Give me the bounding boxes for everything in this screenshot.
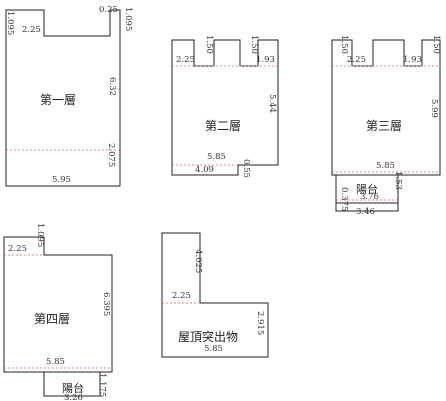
dim-label: 2.915 [255,311,265,335]
dim-label: 3.76 [360,192,379,202]
dim-label: 2.25 [8,244,27,254]
dim-label: 1.50 [339,35,349,54]
floor-3-plan: 1.50 2.25 1.50 1.93 5.99 5.85 1.53 3.76 … [331,35,441,217]
floor-label: 屋頂突出物 [178,329,238,344]
floor-label: 第四層 [34,312,70,326]
roof-structure-plan: 4.025 2.25 2.915 5.85 屋頂突出物 [161,232,269,358]
dim-label: 0.375 [339,187,349,211]
dim-label: 5.85 [376,161,395,171]
floor-label: 第三層 [366,119,402,133]
dim-label: 6.32 [107,77,117,96]
balcony-label: 陽台 [62,381,84,395]
dim-label: 0.25 [99,5,118,15]
dim-label: 5.85 [207,152,226,162]
dim-label: 5.85 [204,344,223,354]
dim-label: 1.095 [35,223,45,247]
dim-label: 6.395 [101,292,111,316]
floor-label: 第一層 [40,93,76,107]
floor-4-plan: 2.25 1.095 6.395 5.85 1.175 3.26 第四層 陽台 [3,223,113,401]
dim-label: 3.46 [356,207,375,217]
floor-label: 第二層 [205,119,241,133]
floor-2-plan: 2.25 1.50 1.50 1.93 5.44 5.85 4.09 0.55 … [171,35,279,178]
dim-label: 1.50 [204,35,214,54]
dim-label: 4.09 [195,165,214,175]
dim-label: 2.075 [106,143,116,167]
dim-label: 2.25 [22,25,41,35]
dim-label: 1.095 [5,11,15,35]
dim-label: 2.25 [176,55,195,65]
dim-label: 5.95 [52,175,71,185]
dim-label: 2.25 [172,291,191,301]
dim-label: 2.25 [347,55,366,65]
dim-label: 1.50 [431,35,441,54]
dim-label: 5.85 [46,357,65,367]
dim-label: 1.93 [403,55,422,65]
dim-label: 3.26 [64,393,83,401]
dim-label: 5.44 [267,94,277,113]
dim-label: 1.50 [249,35,259,54]
dim-label: 1.095 [123,7,133,31]
dim-label: 4.025 [193,249,203,273]
floor-1-plan: 1.095 2.25 0.25 1.095 6.32 2.075 5.95 第一… [5,5,133,187]
dim-label: 1.93 [256,55,275,65]
dim-label: 5.99 [429,99,439,118]
dim-label: 1.53 [393,171,403,190]
dim-label: 1.175 [97,373,107,397]
balcony-label: 陽台 [356,182,378,196]
dim-label: 0.55 [241,159,251,178]
